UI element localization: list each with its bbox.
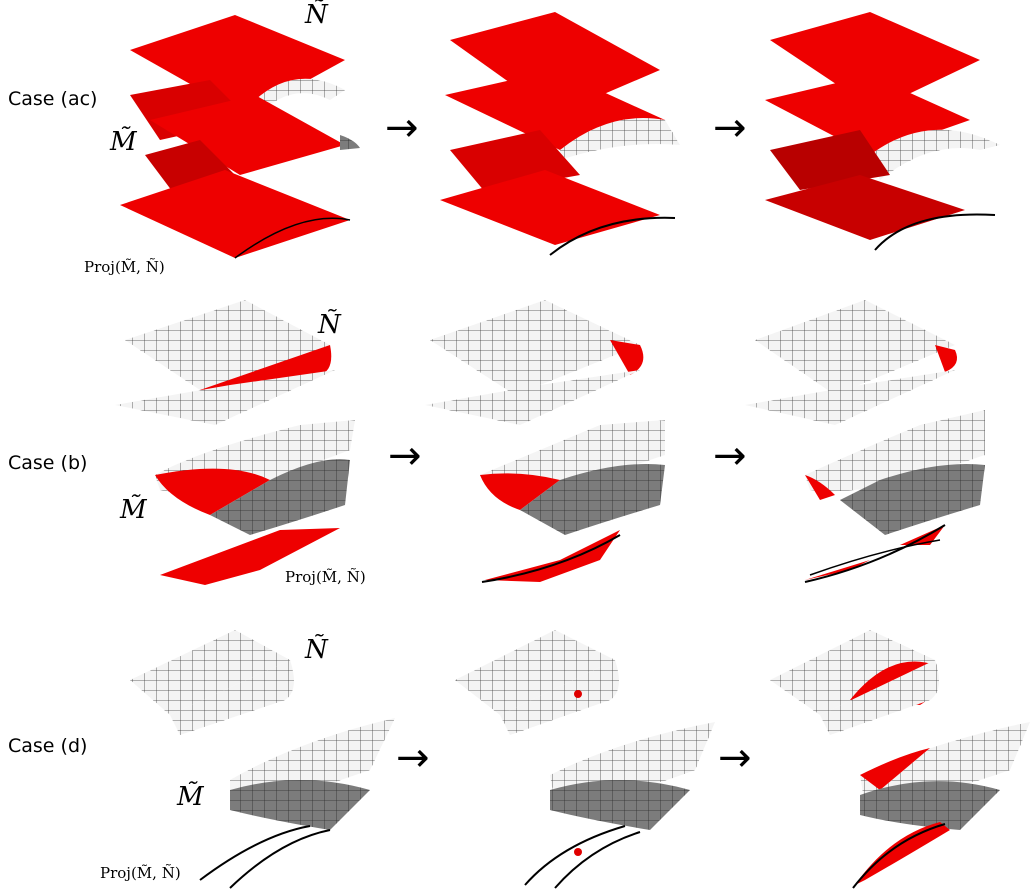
row-b-col1-surfaces [115, 300, 355, 585]
arrow-ac-1: → [385, 105, 419, 151]
arrow-b-1: → [388, 433, 422, 479]
row-b [115, 300, 985, 585]
row-d [130, 630, 1030, 889]
arrow-d-2: → [718, 735, 752, 781]
m-tilde-label-d: M̃ [177, 782, 204, 812]
n-tilde-label-ac: Ñ [305, 0, 328, 30]
proj-label-d: Proj(M̃, Ñ) [100, 864, 181, 882]
case-label-b: Case (b) [8, 452, 88, 474]
row-ac-col2-surfaces [440, 12, 680, 256]
case-label-ac: Case (ac) [8, 88, 98, 110]
m-tilde-label-b: M̃ [120, 495, 147, 525]
proj-label-b: Proj(M̃, Ñ) [285, 568, 366, 586]
row-d-col2-surfaces [455, 630, 715, 889]
row-ac-col1-surfaces [120, 15, 360, 259]
row-ac-col3-surfaces [765, 12, 1000, 251]
row-b-col3-surfaces [745, 300, 985, 583]
arrow-d-1: → [396, 735, 430, 781]
arrow-ac-2: → [713, 105, 747, 151]
arrow-b-2: → [713, 433, 747, 479]
case-label-d: Case (d) [8, 735, 88, 757]
row-d-col3-surfaces [770, 630, 1030, 889]
row-d-col1-surfaces [130, 630, 395, 889]
row-ac [120, 12, 1000, 259]
n-tilde-label-b: Ñ [318, 310, 341, 340]
n-tilde-label-d: Ñ [305, 635, 328, 665]
proj-label-ac: Proj(M̃, Ñ) [84, 258, 165, 276]
row-b-col2-surfaces [425, 300, 665, 583]
m-tilde-label-ac: M̃ [110, 127, 137, 157]
